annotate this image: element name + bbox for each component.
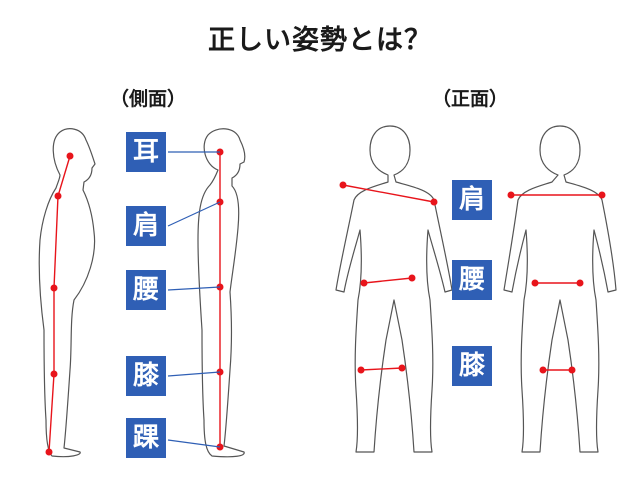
side-label-ankle: 踝 [126, 418, 166, 458]
front-tilted-lines [342, 184, 435, 371]
side-view-label: （側面） [110, 88, 187, 110]
side-label-connectors [167, 151, 221, 448]
marker-front-tilted-knee-r [398, 364, 406, 372]
front-view-label: （正面） [432, 88, 509, 110]
marker-front-tilted-hip-r [408, 274, 416, 282]
connector-hip [167, 286, 221, 291]
marker-front-correct-hip-r [576, 279, 584, 287]
side-poor-markers [45, 152, 74, 456]
marker-front-tilted-shoulder-l [339, 181, 347, 189]
marker-front-tilted-hip-l [360, 279, 368, 287]
marker-hip-poor [50, 284, 58, 292]
front-tilted-shoulder-line [342, 184, 435, 203]
connector-knee [167, 371, 221, 377]
side-figure-poor-outline [38, 128, 96, 458]
connector-shoulder [167, 201, 221, 227]
front-figure-tilted-outline [335, 125, 453, 453]
marker-ear-poor [66, 152, 74, 160]
marker-shoulder-poor [54, 192, 62, 200]
marker-front-correct-knee-r [568, 366, 576, 374]
front-figure-correct-outline [503, 125, 617, 453]
marker-knee-poor [50, 370, 58, 378]
marker-front-tilted-knee-l [357, 366, 365, 374]
front-correct-lines [511, 194, 602, 371]
front-label-knee: 膝 [452, 346, 492, 386]
connector-ankle [167, 439, 221, 448]
marker-front-correct-knee-l [539, 366, 547, 374]
front-tilted-markers [339, 181, 438, 374]
marker-front-correct-shoulder-r [598, 191, 606, 199]
side-label-knee: 膝 [126, 356, 166, 396]
marker-ankle-poor [45, 448, 53, 456]
side-label-ear: 耳 [126, 132, 166, 172]
front-tilted-hip-line [363, 277, 413, 284]
page-title: 正しい姿勢とは？ [208, 25, 432, 56]
front-correct-markers [507, 191, 606, 374]
side-figure-correct-outline [197, 128, 246, 458]
marker-front-correct-hip-l [531, 279, 539, 287]
marker-front-correct-shoulder-l [507, 191, 515, 199]
front-label-shoulder: 肩 [452, 180, 492, 220]
front-tilted-knee-line [360, 367, 403, 371]
front-label-hip: 腰 [452, 260, 492, 300]
side-label-hip: 腰 [126, 270, 166, 310]
side-label-shoulder: 肩 [126, 206, 166, 246]
marker-front-tilted-shoulder-r [430, 198, 438, 206]
